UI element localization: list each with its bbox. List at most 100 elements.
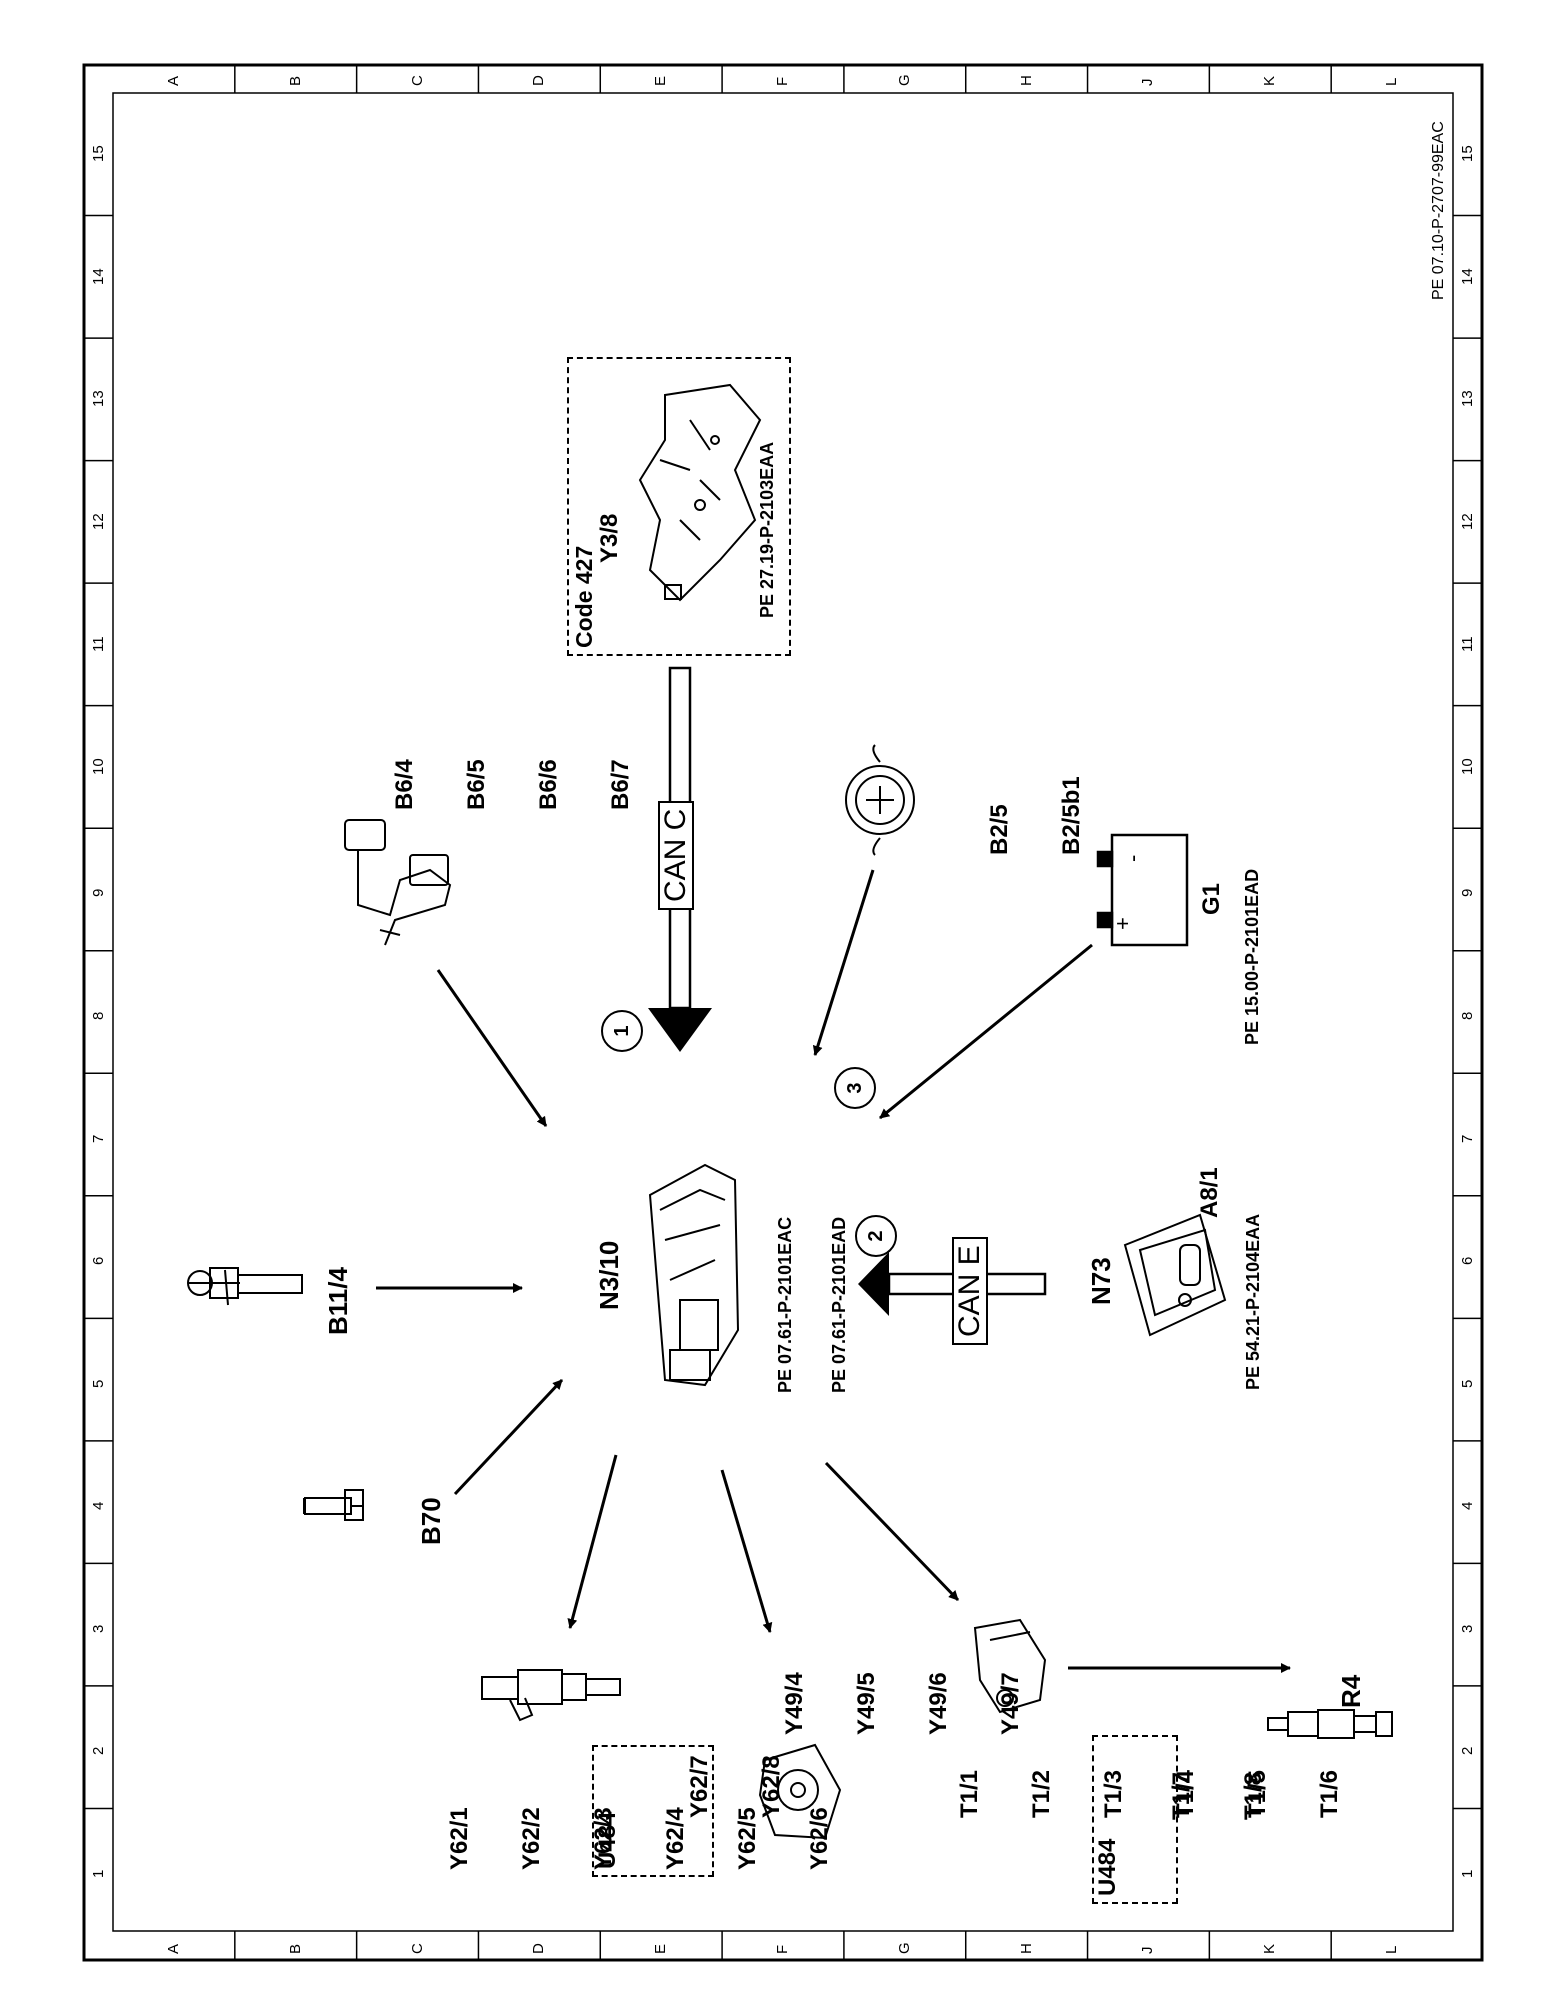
- y62-injector-icon: [481, 1669, 621, 1722]
- y38-label: Y3/8: [596, 513, 623, 563]
- y62-box-code: U484: [594, 1811, 621, 1869]
- arrow-y62: [567, 1454, 618, 1629]
- arrow-b25: [812, 869, 875, 1056]
- row-label-left-10: 10: [90, 758, 107, 775]
- g1-ref: PE 15.00-P-2101EAD: [1242, 868, 1262, 1045]
- row-label-left-6: 6: [90, 1256, 107, 1266]
- y38-component-icon: [638, 383, 762, 602]
- row-label-left-11: 11: [90, 636, 107, 653]
- y49-adjuster-icon: [758, 1743, 842, 1840]
- inner-frame: [112, 92, 1454, 1932]
- row-label-right-15: 15: [1459, 145, 1476, 163]
- arrow-b64: [436, 969, 548, 1127]
- col-label-top-G: G: [895, 74, 913, 86]
- b70-sensor-icon: [303, 1489, 364, 1521]
- row-label-left-5: 5: [90, 1379, 107, 1388]
- row-label-left-15: 15: [90, 145, 107, 163]
- n73-switch-icon: [1123, 1213, 1227, 1337]
- g1-plus: +: [1110, 917, 1135, 930]
- n73-label: N73: [1086, 1257, 1116, 1305]
- col-label-bottom-B: B: [286, 1943, 304, 1954]
- row-label-left-3: 3: [90, 1624, 107, 1633]
- row-label-right-7: 7: [1459, 1134, 1476, 1143]
- outer-frame: [82, 63, 1484, 1962]
- g1-minus: -: [1120, 855, 1145, 862]
- can-c-label: CAN C: [658, 800, 694, 910]
- col-label-top-H: H: [1017, 75, 1035, 86]
- col-label-top-L: L: [1383, 77, 1401, 86]
- n73-sub-label: A8/1: [1196, 1167, 1223, 1218]
- y49-labels: Y49/4 Y49/5 Y49/6 Y49/7: [781, 1672, 1024, 1735]
- row-label-left-1: 1: [90, 1869, 107, 1878]
- col-label-bottom-C: C: [408, 1943, 426, 1954]
- col-label-top-C: C: [408, 75, 426, 86]
- row-label-right-10: 10: [1459, 758, 1476, 775]
- g1-label: G1: [1198, 882, 1225, 915]
- b70-label: B70: [416, 1497, 446, 1545]
- b114-sensor-icon: [187, 1267, 303, 1306]
- row-label-left-4: 4: [90, 1501, 107, 1511]
- col-label-bottom-H: H: [1017, 1943, 1035, 1954]
- r4-label: R4: [1336, 1674, 1366, 1708]
- row-label-right-4: 4: [1459, 1501, 1476, 1511]
- col-label-bottom-E: E: [652, 1943, 670, 1954]
- n310-refs: PE 07.61-P-2101EAC PE 07.61-P-2101EAD: [775, 1216, 849, 1393]
- col-label-top-A: A: [164, 75, 182, 86]
- row-label-right-6: 6: [1459, 1256, 1476, 1266]
- row-label-right-3: 3: [1459, 1624, 1476, 1633]
- row-label-left-14: 14: [90, 268, 107, 285]
- doc-id: PE 07.10-P-2707-99EAC: [1430, 121, 1447, 300]
- arrow-g1: [879, 943, 1093, 1120]
- col-label-top-F: F: [774, 76, 791, 86]
- t1-box-code: U484: [1094, 1838, 1121, 1896]
- arrow-y49: [720, 1469, 773, 1633]
- row-label-right-14: 14: [1459, 268, 1476, 285]
- b25-sensor-icon: [845, 744, 915, 856]
- n310-label: N3/10: [594, 1240, 624, 1310]
- row-label-left-13: 13: [90, 390, 107, 408]
- y38-code-label: Code 427: [571, 545, 597, 648]
- row-label-right-1: 1: [1459, 1869, 1476, 1878]
- row-label-right-11: 11: [1459, 636, 1476, 653]
- row-label-right-13: 13: [1459, 390, 1476, 408]
- n310-ecu-icon: [648, 1163, 740, 1387]
- row-label-right-12: 12: [1459, 513, 1476, 530]
- col-label-bottom-F: F: [774, 1944, 791, 1954]
- n73-ref: PE 54.21-P-2104EAA: [1243, 1213, 1263, 1390]
- can-e-label: CAN E: [952, 1237, 988, 1345]
- y62-u484-box: [592, 1745, 714, 1877]
- can-e-marker: 2: [855, 1215, 897, 1257]
- col-label-top-E: E: [652, 75, 670, 86]
- y62-box-labels: Y62/7 Y62/8: [686, 1755, 785, 1818]
- row-label-right-9: 9: [1459, 889, 1476, 898]
- can-c-marker: 1: [601, 1010, 643, 1052]
- b114-label: B11/4: [323, 1267, 353, 1335]
- col-label-bottom-D: D: [530, 1943, 548, 1954]
- b64-labels: B6/4 B6/5 B6/6 B6/7: [391, 759, 634, 810]
- t1-u484-box: [1092, 1735, 1178, 1904]
- r4-plug-icon: [1267, 1709, 1393, 1739]
- t1-box-labels: T1/7 T1/8: [1168, 1771, 1267, 1820]
- b25-labels: B2/5 B2/5b1: [986, 776, 1085, 855]
- g1-marker: 3: [834, 1067, 876, 1109]
- g1-battery-icon: [1096, 833, 1189, 947]
- b64-sensor-icon: [344, 819, 452, 946]
- y38-dashed-box: [567, 357, 791, 656]
- row-label-right-8: 8: [1459, 1011, 1476, 1020]
- col-label-bottom-L: L: [1383, 1945, 1401, 1954]
- t1-coil-icon: [973, 1618, 1047, 1714]
- arrow-t1: [824, 1461, 960, 1602]
- y38-ref: PE 27.19-P-2103EAA: [757, 441, 777, 618]
- grid-ticks: [84, 65, 1482, 1960]
- col-label-top-K: K: [1261, 75, 1279, 86]
- col-label-top-B: B: [286, 75, 304, 86]
- col-label-top-J: J: [1139, 78, 1157, 87]
- col-label-bottom-G: G: [895, 1942, 913, 1954]
- col-label-bottom-K: K: [1261, 1943, 1279, 1954]
- row-label-left-8: 8: [90, 1011, 107, 1020]
- row-label-right-5: 5: [1459, 1379, 1476, 1388]
- row-label-left-7: 7: [90, 1134, 107, 1143]
- row-label-right-2: 2: [1459, 1746, 1476, 1756]
